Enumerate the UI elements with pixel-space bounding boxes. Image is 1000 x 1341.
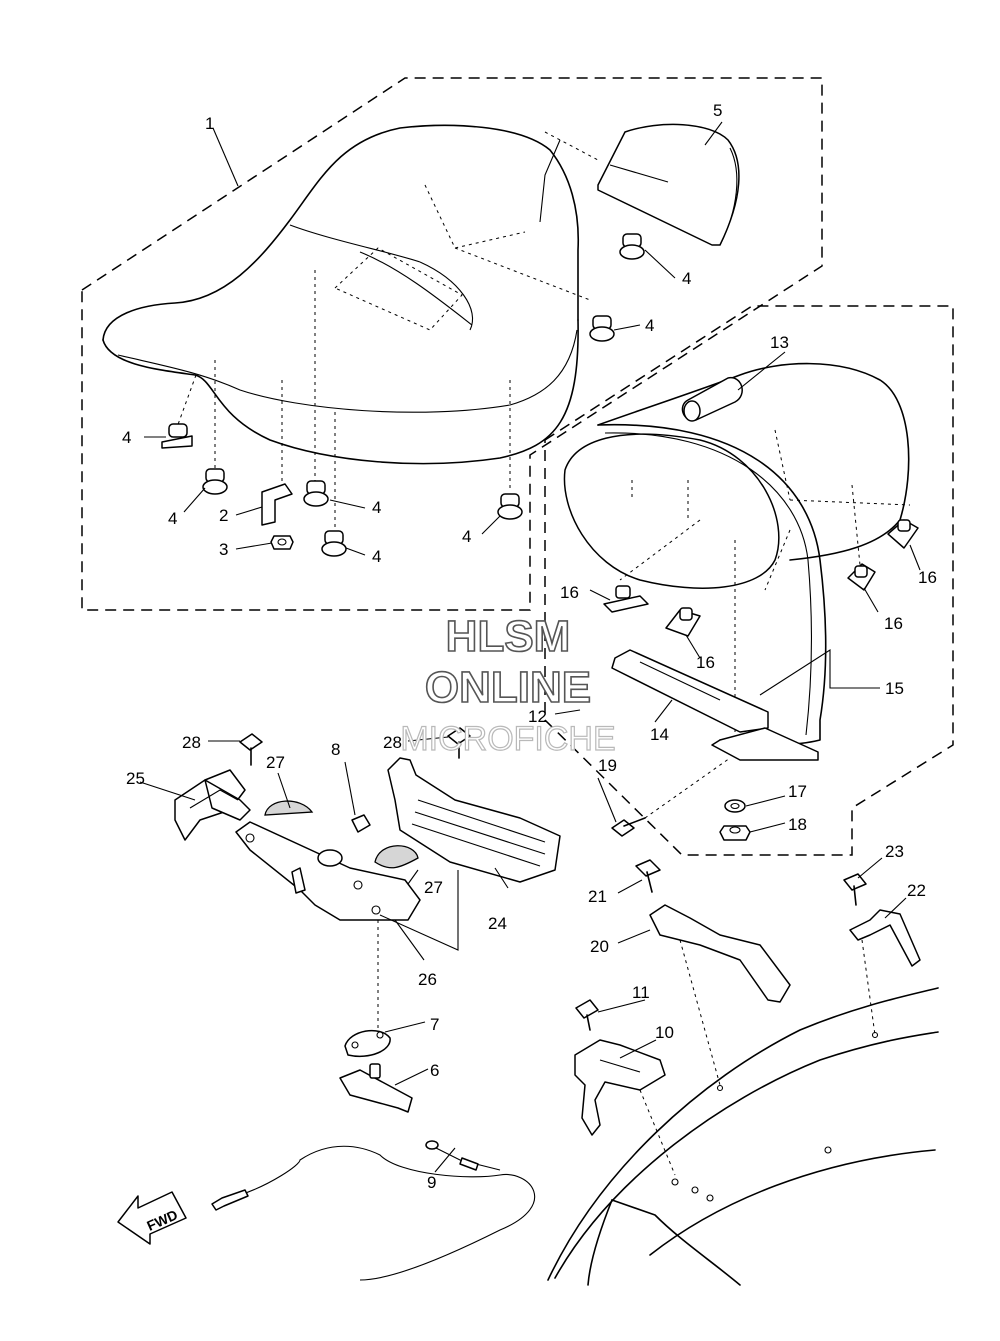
seat-assembly-outline [81, 77, 823, 611]
watermark: HLSM ONLINE MICROFICHE [400, 611, 617, 758]
seat [102, 124, 591, 530]
backrest-damper [681, 377, 743, 422]
callout-28a: 28 [182, 733, 201, 752]
callout-4c: 4 [122, 428, 131, 447]
callout-23: 23 [885, 842, 904, 861]
callout-16a: 16 [560, 583, 579, 602]
callout-10: 10 [655, 1023, 674, 1042]
callout-16c: 16 [884, 614, 903, 633]
mount-plate [235, 821, 421, 921]
callout-18: 18 [788, 815, 807, 834]
callout-13: 13 [770, 333, 789, 352]
watermark-line1: HLSM [446, 612, 571, 661]
backrest-assembly-outline [544, 305, 954, 856]
rear-bracket [649, 904, 791, 1086]
callout-12: 12 [528, 707, 547, 726]
leader-lines [139, 121, 921, 1173]
callout-labels: 1 2 3 4 4 4 4 4 4 4 5 6 7 8 9 10 11 12 1… [122, 101, 937, 1192]
rear-bolts [575, 859, 867, 1031]
callout-27b: 27 [424, 878, 443, 897]
rubber-damper-lower [374, 845, 419, 869]
callout-7: 7 [430, 1015, 439, 1034]
callout-3: 3 [219, 540, 228, 559]
callout-14: 14 [650, 725, 669, 744]
callout-4d: 4 [168, 509, 177, 528]
callout-24: 24 [488, 914, 507, 933]
backrest-bolt [611, 757, 731, 837]
callout-17: 17 [788, 782, 807, 801]
callout-4g: 4 [462, 527, 471, 546]
callout-16d: 16 [918, 568, 937, 587]
backrest-clip-group [603, 519, 919, 637]
callout-4a: 4 [682, 269, 691, 288]
callout-27a: 27 [266, 753, 285, 772]
rear-stay [849, 909, 921, 1036]
backrest-washer-nut [719, 799, 751, 841]
backrest-bracket [611, 649, 819, 761]
watermark-line3: MICROFICHE [400, 720, 615, 758]
damper-group [161, 233, 645, 557]
callout-2: 2 [219, 506, 228, 525]
seat-lock-assembly [574, 1039, 676, 1176]
upper-bolts [239, 727, 471, 833]
callout-4b: 4 [645, 316, 654, 335]
lock-plate [344, 920, 391, 1057]
callout-16b: 16 [696, 653, 715, 672]
callout-11: 11 [632, 983, 650, 1002]
callout-20: 20 [590, 937, 609, 956]
callout-25: 25 [126, 769, 145, 788]
callout-8: 8 [331, 740, 340, 759]
lock-stay [339, 1063, 413, 1113]
seat-lock-cable [211, 1140, 536, 1281]
callout-26: 26 [418, 970, 437, 989]
latch-bracket [174, 769, 251, 841]
latch-guard [387, 757, 561, 883]
forward-arrow: FWD [117, 1191, 187, 1245]
callout-9: 9 [427, 1173, 436, 1192]
frame-fender [547, 987, 939, 1286]
callout-15: 15 [885, 679, 904, 698]
callout-4f: 4 [372, 547, 381, 566]
seat-nut [270, 535, 294, 550]
rubber-damper-upper [264, 800, 314, 816]
callout-6: 6 [430, 1061, 439, 1080]
callout-4e: 4 [372, 498, 381, 517]
callout-19: 19 [598, 756, 617, 775]
callout-1: 1 [205, 114, 214, 133]
seat-cover-pad [544, 123, 740, 246]
callout-22: 22 [907, 881, 926, 900]
callout-5: 5 [713, 101, 722, 120]
watermark-line2: ONLINE [425, 663, 591, 712]
seat-bracket [261, 483, 293, 526]
callout-21: 21 [588, 887, 607, 906]
callout-28b: 28 [383, 733, 402, 752]
